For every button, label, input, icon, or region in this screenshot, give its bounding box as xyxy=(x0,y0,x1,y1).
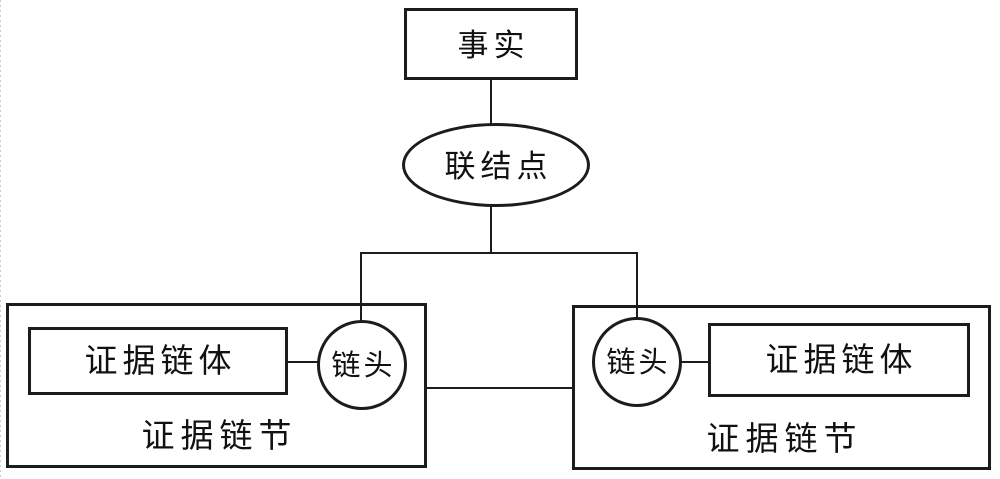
edge-branch-horizontal xyxy=(360,252,638,254)
right-unit-caption: 证据链节 xyxy=(706,422,863,458)
left-chain-head-circle: 链头 xyxy=(317,320,407,410)
fact-box: 事实 xyxy=(404,8,578,80)
junction-label: 联结点 xyxy=(444,148,553,184)
right-chain-head-circle: 链头 xyxy=(592,317,682,407)
right-chain-body-box: 证据链体 xyxy=(708,323,970,397)
right-chain-head-label: 链头 xyxy=(606,346,671,379)
edge-fact-to-junction xyxy=(490,78,492,125)
edge-right-head-to-body xyxy=(679,361,710,363)
left-chain-head-label: 链头 xyxy=(331,349,396,382)
left-unit-box xyxy=(6,303,427,468)
edge-branch-left-drop xyxy=(360,252,362,325)
edge-branch-right-drop xyxy=(636,252,638,323)
edge-left-body-to-head xyxy=(286,361,319,363)
scan-edge-artifact xyxy=(0,0,1,479)
right-unit-box xyxy=(572,305,991,470)
junction-ellipse: 联结点 xyxy=(402,123,590,207)
fact-label: 事实 xyxy=(457,27,530,63)
left-chain-body-label: 证据链体 xyxy=(84,343,237,380)
left-chain-body-box: 证据链体 xyxy=(28,327,288,395)
edge-junction-stem xyxy=(490,205,492,254)
right-chain-body-label: 证据链体 xyxy=(765,342,918,379)
edge-unit-to-unit-bridge xyxy=(425,387,574,389)
left-unit-caption: 证据链节 xyxy=(141,419,298,455)
